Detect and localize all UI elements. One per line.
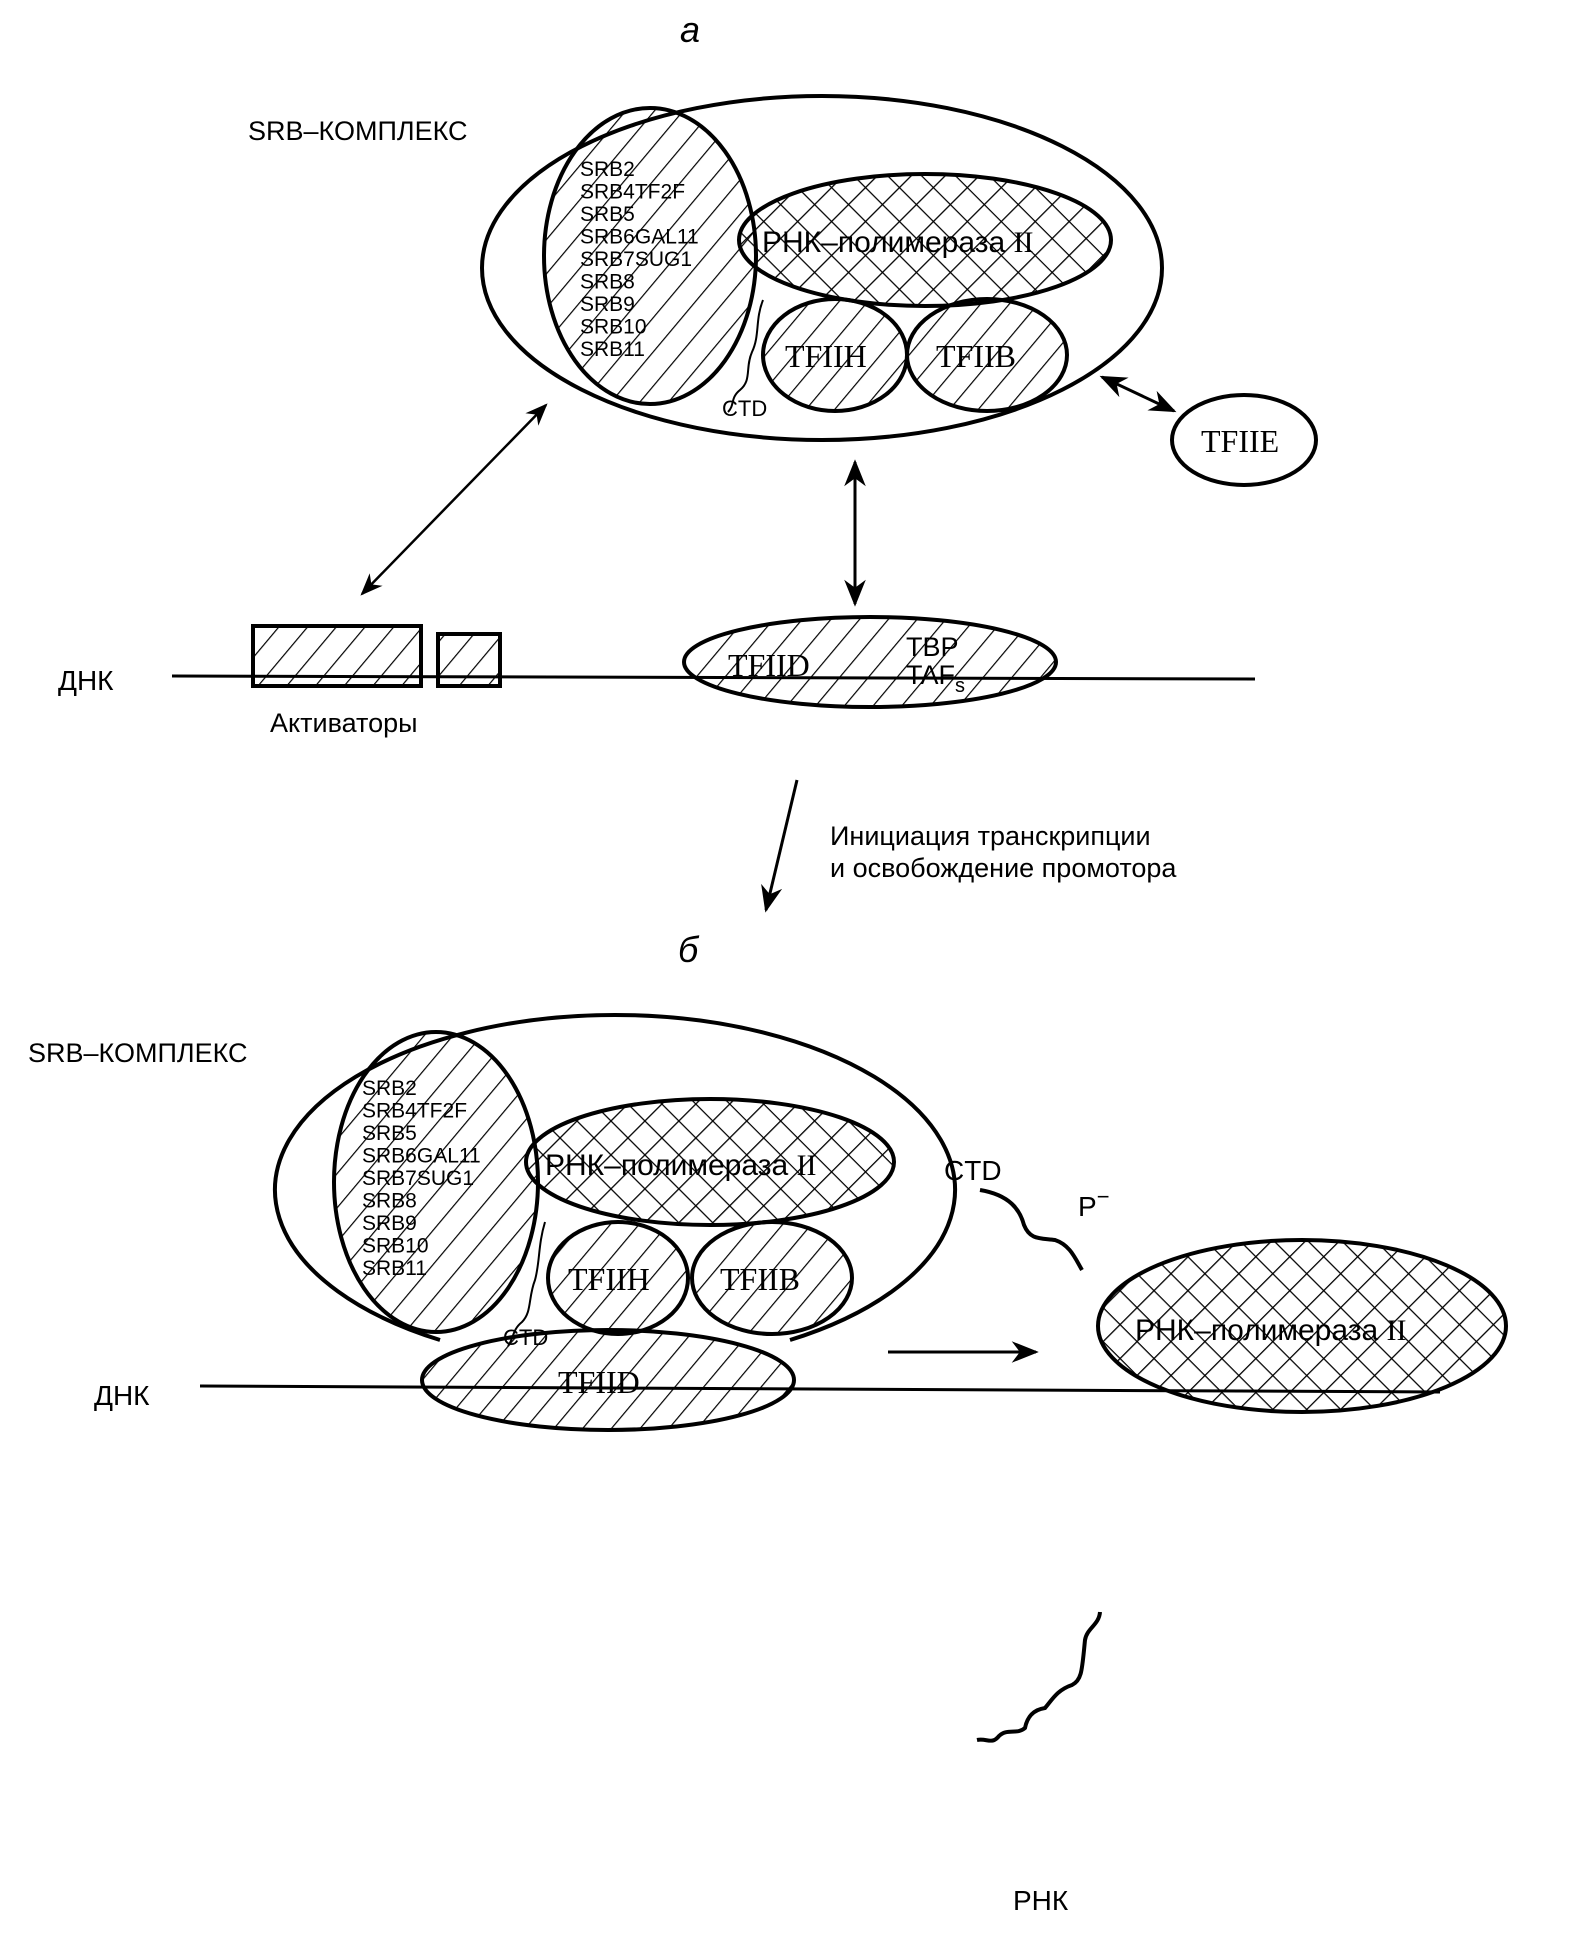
tfiid-label-b: TFIID [558,1364,640,1400]
activator-box-large [251,624,423,688]
dna-label-b: ДНК [94,1380,150,1411]
tfiib-ellipse [905,297,1069,413]
srb-protein-srb11: SRB11 [362,1257,427,1280]
srb-protein-srb8: SRB8 [580,271,635,294]
srb-protein-list-a: SRB2SRB4TF2FSRB5SRB6GAL11SRB7SUG1SRB8SRB… [580,158,699,361]
srb-protein-srb2: SRB2 [362,1077,417,1100]
panel-a: а SRB–КОМПЛЕКС РНК–полимераза II TFIIH T… [58,9,1318,738]
activators-label: Активаторы [270,708,418,738]
phospho-charge: − [1097,1184,1110,1209]
tfiie-label: TFIIE [1201,423,1279,459]
tfiih-label: TFIIH [785,338,867,374]
free-ctd-label: CTD [944,1155,1002,1186]
pol-ii-label-b: РНК–полимераза II [545,1149,816,1182]
ctd-label: CTD [722,396,767,421]
activator-interaction-arrow [360,403,548,596]
tbp-label: TBP [906,632,959,662]
tfiib-ellipse-b [690,1220,854,1336]
srb-protein-srb9: SRB9 [580,293,635,316]
tafs-main: TAF [906,660,955,690]
phosphorylated-ctd-tail [979,1188,1084,1272]
rna-polymerase-ii [737,172,1113,308]
tfiid-label: TFIID [728,647,810,683]
rna-transcript [976,1611,1102,1743]
transition: Инициация транскрипции и освобождение пр… [761,779,1177,913]
free-pol-ii-label: РНК–полимераза II [1135,1314,1406,1347]
srb-protein-srb7sug1: SRB7SUG1 [580,248,692,271]
srb-protein-srb4tf2f: SRB4TF2F [362,1100,467,1123]
ctd-tail-b [507,1221,546,1347]
panel-b: б SRB–КОМПЛЕКС РНК–полимераза II TFIIH T… [28,929,1508,1916]
tafs-subscript: s [955,675,965,697]
srb-complex-outline-b [273,1012,957,1342]
free-pol-ii-label-text: РНК–полимераза [1135,1314,1386,1347]
ctd-tail [727,299,764,413]
activator-box-small [436,632,502,688]
srb-protein-srb9: SRB9 [362,1212,417,1235]
srb-protein-srb5: SRB5 [580,203,635,226]
pol-ii-label-text-b: РНК–полимераза [545,1149,796,1182]
dna-label: ДНК [58,665,114,696]
srb-protein-srb7sug1: SRB7SUG1 [362,1167,474,1190]
srb-complex-outline [480,94,1164,442]
phospho-p: P [1078,1191,1097,1222]
srb-protein-srb10: SRB10 [580,316,647,339]
tafs-label: TAFs [906,660,965,697]
srb-protein-srb4tf2f: SRB4TF2F [580,181,685,204]
free-rna-polymerase-ii [1096,1238,1508,1414]
srb-protein-srb6gal11: SRB6GAL11 [580,226,699,249]
phospho-label: P− [1078,1184,1110,1222]
srb-protein-list-b: SRB2SRB4TF2FSRB5SRB6GAL11SRB7SUG1SRB8SRB… [362,1077,481,1280]
tfiib-label: TFIIB [936,338,1016,374]
tfiid-ellipse-b [420,1328,796,1432]
rna-label: РНК [1013,1885,1069,1916]
transition-caption-line1: Инициация транскрипции [830,821,1151,851]
pol-ii-roman-b: II [796,1149,816,1182]
pol-ii-roman: II [1013,226,1033,259]
panel-b-letter: б [678,929,700,970]
tfiih-label-b: TFIIH [568,1261,650,1297]
transition-caption-line2: и освобождение промотора [830,853,1177,883]
srb-protein-srb11: SRB11 [580,338,645,361]
tfiie-ellipse [1170,393,1318,487]
srb-protein-srb10: SRB10 [362,1235,429,1258]
srb-protein-srb6gal11: SRB6GAL11 [362,1145,481,1168]
rna-polymerase-ii-b [524,1097,896,1227]
pol-ii-label: РНК–полимераза II [762,226,1033,259]
tfiib-label-b: TFIIB [720,1261,800,1297]
srb-complex-label-b: SRB–КОМПЛЕКС [28,1038,248,1068]
srb-protein-srb5: SRB5 [362,1122,417,1145]
srb-protein-srb2: SRB2 [580,158,635,181]
pol-ii-label-text: РНК–полимераза [762,226,1013,259]
tfiie-exchange-arrow [1099,375,1177,413]
srb-protein-srb8: SRB8 [362,1190,417,1213]
srb-complex-label: SRB–КОМПЛЕКС [248,116,468,146]
panel-a-letter: а [680,9,700,50]
tfiid-ellipse [682,615,1058,709]
free-pol-ii-roman: II [1386,1314,1406,1347]
transition-arrow [761,779,799,913]
